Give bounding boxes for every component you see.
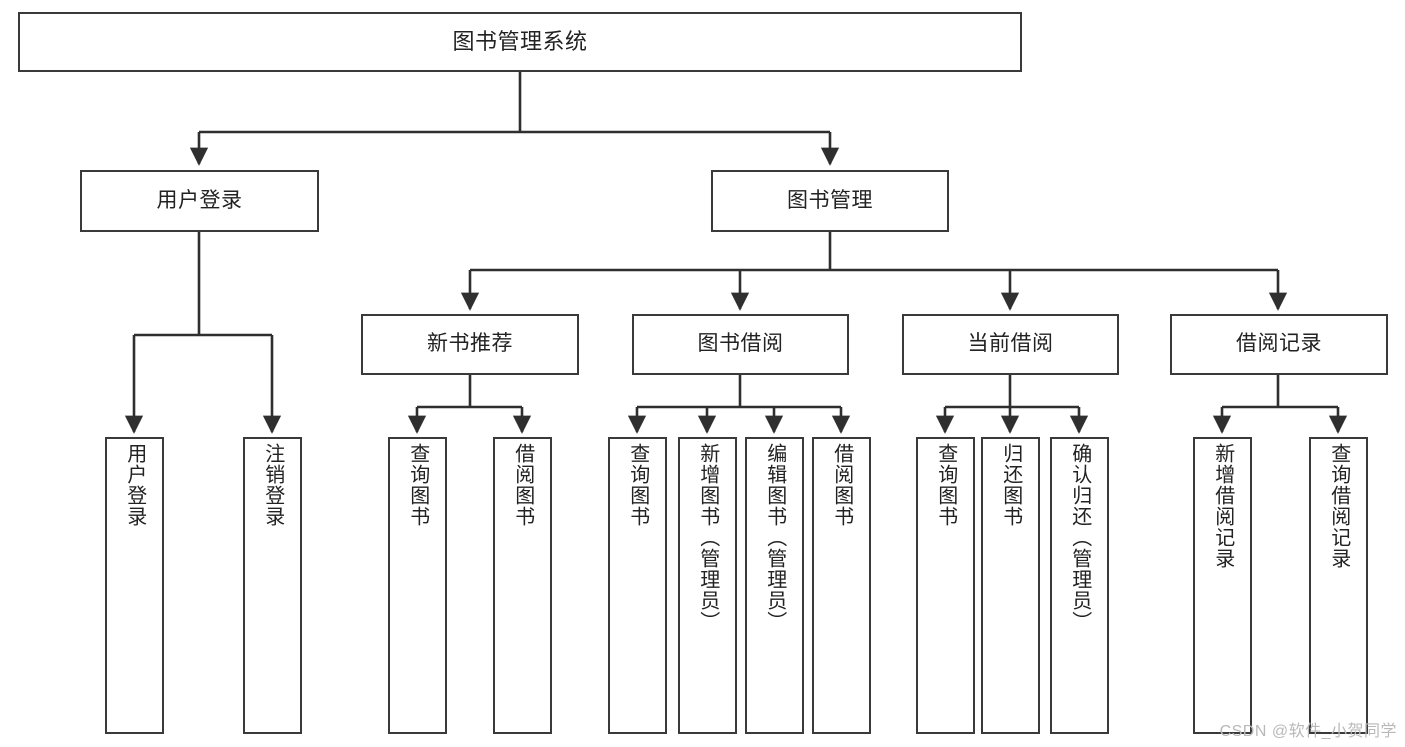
node-label: 查询图书 [934, 443, 957, 527]
leaf-borrow-add-book-admin[interactable]: 新增图书（管理员） [678, 437, 737, 734]
leaf-current-confirm-return-admin[interactable]: 确认归还（管理员） [1050, 437, 1109, 734]
node-borrowing-record[interactable]: 借阅记录 [1170, 314, 1388, 375]
leaf-record-add-borrow-record[interactable]: 新增借阅记录 [1193, 437, 1252, 734]
leaf-borrow-edit-book-admin[interactable]: 编辑图书（管理员） [745, 437, 804, 734]
leaf-user-login-signin[interactable]: 用户登录 [105, 437, 164, 734]
node-user-login[interactable]: 用户登录 [80, 170, 319, 232]
node-label: 查询图书 [626, 443, 649, 527]
node-label: 注销登录 [261, 443, 284, 527]
node-label: 新书推荐 [427, 332, 513, 356]
node-label: 新增借阅记录 [1211, 443, 1234, 569]
node-label: 确认归还（管理员） [1068, 443, 1091, 632]
node-label: 用户登录 [156, 188, 243, 212]
node-label: 查询图书 [406, 443, 429, 527]
leaf-current-query-book[interactable]: 查询图书 [916, 437, 975, 734]
leaf-borrow-query-book[interactable]: 查询图书 [608, 437, 667, 734]
node-new-book-recommendation[interactable]: 新书推荐 [361, 314, 579, 375]
node-label: 编辑图书（管理员） [763, 443, 786, 632]
node-label: 图书管理系统 [452, 29, 588, 55]
node-label: 借阅图书 [511, 443, 534, 527]
node-label: 当前借阅 [967, 332, 1054, 356]
leaf-user-login-signout[interactable]: 注销登录 [243, 437, 302, 734]
node-label: 借阅记录 [1236, 332, 1322, 356]
node-label: 查询借阅记录 [1327, 443, 1350, 569]
leaf-borrow-borrow-book[interactable]: 借阅图书 [812, 437, 871, 734]
node-book-management[interactable]: 图书管理 [711, 170, 949, 232]
leaf-recommend-query-book[interactable]: 查询图书 [388, 437, 447, 734]
node-current-borrowing[interactable]: 当前借阅 [902, 314, 1119, 375]
node-label: 图书借阅 [697, 332, 784, 356]
node-label: 用户登录 [123, 443, 146, 527]
leaf-record-query-borrow-record[interactable]: 查询借阅记录 [1309, 437, 1368, 734]
node-label: 图书管理 [787, 188, 873, 212]
node-label: 借阅图书 [830, 443, 853, 527]
node-root-book-management-system[interactable]: 图书管理系统 [18, 12, 1022, 72]
node-label: 新增图书（管理员） [696, 443, 719, 632]
leaf-recommend-borrow-book[interactable]: 借阅图书 [493, 437, 552, 734]
csdn-watermark: CSDN @软件_小贺同学 [1219, 723, 1397, 740]
node-label: 归还图书 [999, 443, 1022, 527]
node-book-borrowing[interactable]: 图书借阅 [632, 314, 849, 375]
leaf-current-return-book[interactable]: 归还图书 [981, 437, 1040, 734]
